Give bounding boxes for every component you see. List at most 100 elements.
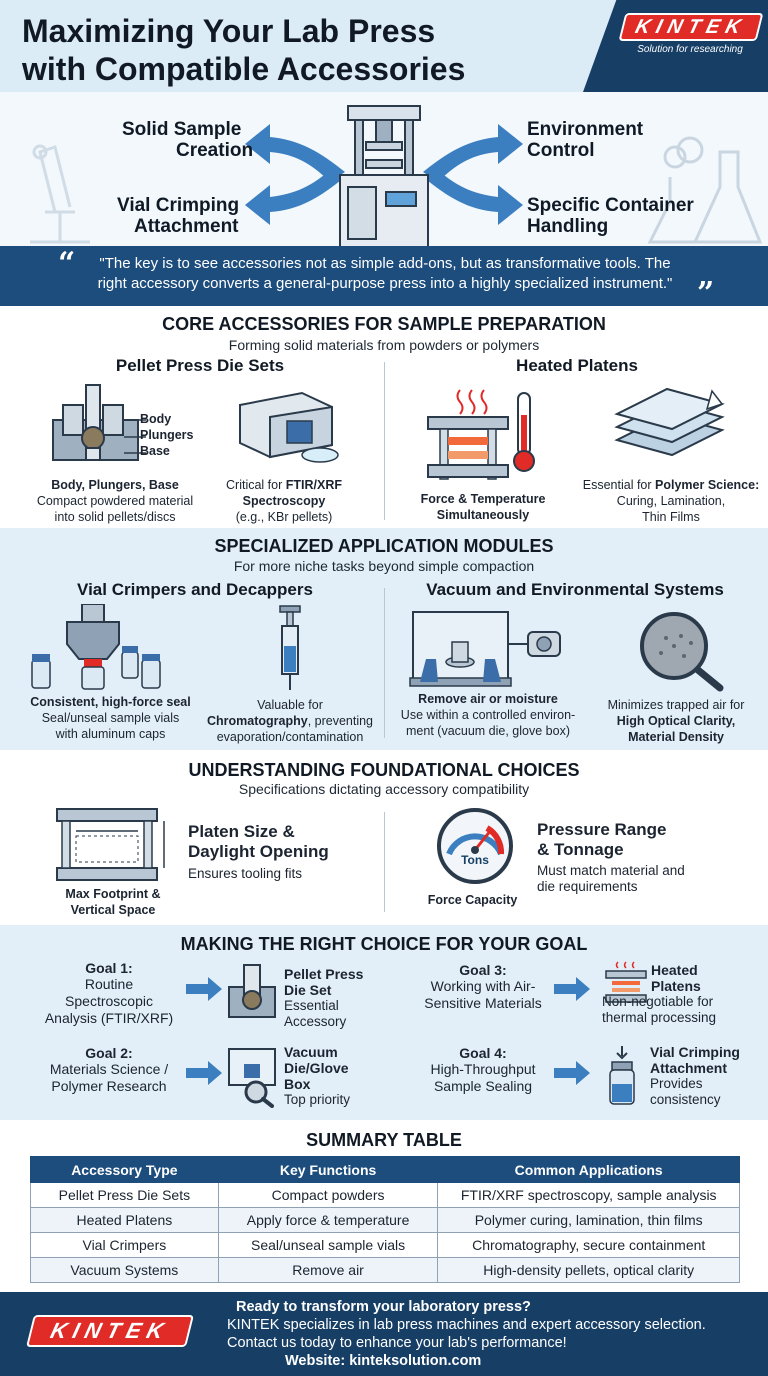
microscope-icon xyxy=(30,144,90,244)
heat-waves-icon xyxy=(456,389,488,415)
table-row: Heated Platens Apply force & temperature… xyxy=(30,1207,740,1233)
footer-website-link[interactable]: Website: kinteksolution.com xyxy=(285,1353,482,1369)
col-header: Common Applications xyxy=(437,1156,740,1183)
title-line-1: Maximizing Your Lab Press xyxy=(22,13,436,49)
goal-1-die-icon xyxy=(228,964,276,1018)
goal-2-glovebox-icon xyxy=(228,1048,276,1108)
heat-caption: Force & Temperature Simultaneously xyxy=(420,492,546,522)
table-cell: Pellet Press Die Sets xyxy=(30,1182,219,1208)
heated-platen-icon xyxy=(427,389,535,480)
hero-illustration xyxy=(30,105,763,248)
goal-4-arrow-icon xyxy=(554,1061,590,1085)
table-cell: Compact powders xyxy=(217,1182,439,1208)
col-header: Key Functions xyxy=(217,1156,439,1183)
found-divider xyxy=(384,812,385,912)
pellet-die-heading: Pellet Press Die Sets xyxy=(115,356,285,375)
goal-1-arrow-icon xyxy=(186,977,222,1001)
hero-label-solid-sample: Solid Sample Creation xyxy=(122,119,254,161)
glove-right-icon xyxy=(483,659,501,682)
table-cell: FTIR/XRF spectroscopy, sample analysis xyxy=(437,1182,740,1208)
table-cell: Chromatography, secure containment xyxy=(437,1232,740,1258)
goal-4-vial-icon xyxy=(609,1046,635,1105)
spectrometer-icon xyxy=(239,391,339,463)
chrom-caption: Valuable for Chromatography, preventing … xyxy=(206,698,374,744)
summary-table: Accessory Type Key Functions Common Appl… xyxy=(30,1156,740,1283)
goal-3-platen-icon xyxy=(605,961,647,1003)
table-cell: Heated Platens xyxy=(30,1207,219,1233)
hero-label-container: Specific Container Handling xyxy=(527,195,694,237)
goal-4: Goal 4: High-Throughput Sample Sealing xyxy=(430,1045,536,1094)
magnifier-icon xyxy=(640,612,724,692)
core-section-subtitle: Forming solid materials from powders or … xyxy=(228,337,540,353)
lab-press-icon xyxy=(339,105,429,248)
die-caption: Body, Plungers, Base Compact powdered ma… xyxy=(36,478,194,524)
flask-icon xyxy=(647,136,763,244)
crimp-caption: Consistent, high-force seal Seal/unseal … xyxy=(30,695,191,741)
table-header-row: Accessory Type Key Functions Common Appl… xyxy=(30,1156,740,1183)
open-quote-icon: “ xyxy=(58,246,76,281)
specialized-divider xyxy=(384,588,385,738)
die-labels: Body Plungers Base xyxy=(140,412,194,458)
thermometer-icon xyxy=(513,392,535,472)
quote-text: "The key is to see accessories not as si… xyxy=(97,255,673,292)
goals-section xyxy=(0,925,768,1120)
goal-2-result: Vacuum Die/Glove Box Top priority xyxy=(284,1044,351,1107)
goal-3: Goal 3: Working with Air- Sensitive Mate… xyxy=(424,962,542,1011)
arrow-top-right-icon xyxy=(423,124,523,182)
table-cell: High-density pellets, optical clarity xyxy=(437,1257,740,1283)
pressure-body: Must match material and die requirements xyxy=(537,863,685,894)
footer-cta-heading: Ready to transform your laboratory press… xyxy=(236,1299,531,1315)
hero-label-environment: Environment Control xyxy=(527,119,644,161)
specialized-section-subtitle: For more niche tasks beyond simple compa… xyxy=(233,558,535,574)
goal-3-arrow-icon xyxy=(554,977,590,1001)
glove-box-icon xyxy=(409,611,561,687)
table-row: Pellet Press Die Sets Compact powders FT… xyxy=(30,1182,740,1208)
goal-4-result: Vial Crimping Attachment Provides consis… xyxy=(650,1044,740,1107)
goal-1-result: Pellet Press Die Set Essential Accessory xyxy=(284,966,364,1029)
goal-3-result: Heated Platens Non-negotiable for therma… xyxy=(602,962,717,1025)
goal-2-arrow-icon xyxy=(186,1061,222,1085)
arrow-top-left-icon xyxy=(245,124,345,182)
table-cell: Polymer curing, lamination, thin films xyxy=(437,1207,740,1233)
page-title: Maximizing Your Lab Press with Compatibl… xyxy=(22,12,465,88)
vial-crimper-icon xyxy=(31,604,161,690)
polymer-caption: Essential for Polymer Science: Curing, L… xyxy=(582,478,760,524)
vial-crimpers-heading: Vial Crimpers and Decappers xyxy=(77,580,313,599)
goals-section-title: MAKING THE RIGHT CHOICE FOR YOUR GOAL xyxy=(180,934,588,954)
footer-kintek-logo: KINTEK xyxy=(26,1315,194,1347)
footer-line-3: Contact us today to enhance your lab's p… xyxy=(227,1335,567,1351)
table-cell: Vacuum Systems xyxy=(30,1257,219,1283)
table-cell: Vial Crimpers xyxy=(30,1232,219,1258)
platen-caption: Max Footprint & Vertical Space xyxy=(65,887,161,917)
footer-line-2: KINTEK specializes in lab press machines… xyxy=(227,1317,706,1333)
goal-1: Goal 1: Routine Spectroscopic Analysis (… xyxy=(44,960,174,1026)
found-section-title: UNDERSTANDING FOUNDATIONAL CHOICES xyxy=(188,760,580,780)
glove-caption: Remove air or moisture Use within a cont… xyxy=(400,692,576,738)
core-section-title: CORE ACCESSORIES FOR SAMPLE PREPARATION xyxy=(162,314,606,334)
table-cell: Apply force & temperature xyxy=(217,1207,439,1233)
vacuum-systems-heading: Vacuum and Environmental Systems xyxy=(426,580,724,599)
platen-body: Ensures tooling fits xyxy=(188,866,303,881)
heated-platens-heading: Heated Platens xyxy=(516,356,638,375)
found-section-subtitle: Specifications dictating accessory compa… xyxy=(238,781,530,797)
summary-title: SUMMARY TABLE xyxy=(306,1130,462,1150)
pressure-gauge-icon: Tons xyxy=(435,806,515,886)
glove-left-icon xyxy=(420,659,438,682)
mag-caption: Minimizes trapped air for High Optical C… xyxy=(607,698,745,744)
title-line-2: with Compatible Accessories xyxy=(22,51,466,87)
arrow-bottom-right-icon xyxy=(423,170,523,225)
kintek-logo: KINTEK xyxy=(618,13,764,41)
close-quote-icon: ” xyxy=(697,276,715,311)
brand-tagline: Solution for researching xyxy=(637,44,743,55)
table-row: Vial Crimpers Seal/unseal sample vials C… xyxy=(30,1232,740,1258)
pressure-heading: Pressure Range & Tonnage xyxy=(537,820,667,859)
polymer-films-icon xyxy=(614,387,725,457)
table-cell: Seal/unseal sample vials xyxy=(217,1232,439,1258)
col-header: Accessory Type xyxy=(30,1156,219,1183)
ftir-caption: Critical for FTIR/XRF Spectroscopy (e.g.… xyxy=(226,478,342,524)
goal-2: Goal 2: Materials Science / Polymer Rese… xyxy=(49,1045,169,1094)
arrow-icons xyxy=(245,124,523,225)
core-divider xyxy=(384,362,385,520)
quote-band xyxy=(0,246,768,306)
platen-heading: Platen Size & Daylight Opening xyxy=(188,822,329,861)
